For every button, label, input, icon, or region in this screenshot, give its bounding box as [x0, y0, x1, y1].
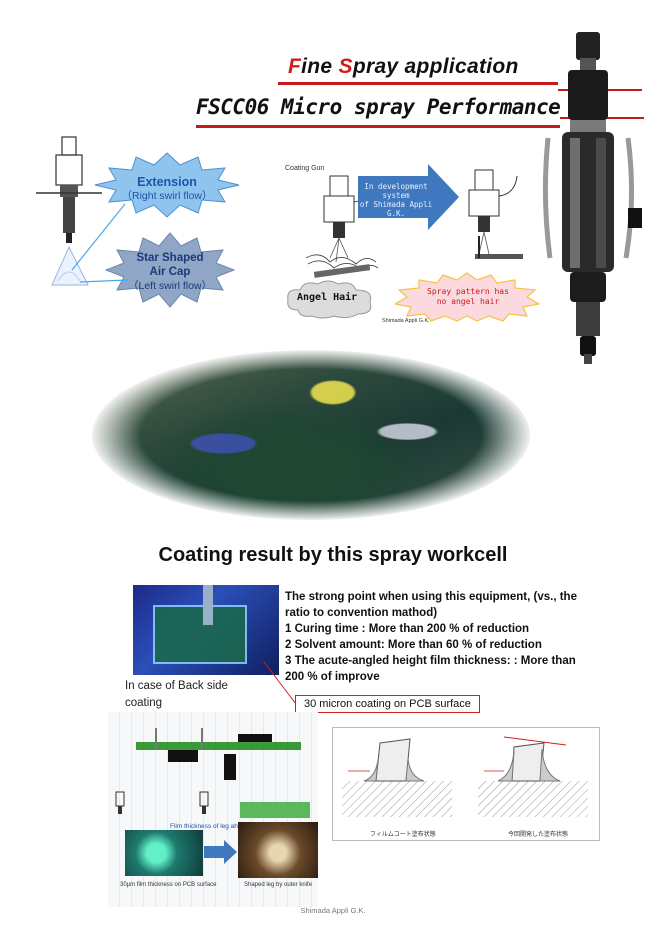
pcb-cross-section [136, 728, 301, 780]
development-line2: of Shimada Appli G.K. [359, 200, 433, 218]
comparison-company: Shimada Appli G.K. [382, 318, 430, 324]
shaped-leg-photo [238, 822, 318, 878]
strong-points: The strong point when using this equipme… [285, 589, 605, 685]
point-curing-time: 1 Curing time : More than 200 % of reduc… [285, 623, 530, 635]
backside-label: In case of Back side coating [125, 678, 228, 712]
intro-line2: ratio to convention mathod) [285, 607, 438, 619]
backside-line1: In case of Back side [125, 680, 228, 692]
pcb-photo [92, 350, 530, 520]
film-leg-label: Film thickness of leg ahead is perfect [170, 823, 277, 830]
jp-left-label: フィルムコート塗布状態 [370, 832, 436, 838]
star-cap-line2: Air Cap [149, 266, 191, 278]
spray-pattern-line1: Spray pattern has [427, 287, 509, 296]
intro-line1: The strong point when using this equipme… [285, 591, 577, 603]
result-heading: Coating result by this spray workcell [158, 544, 508, 566]
spray-pattern-label: Spray pattern has no angel hair [418, 287, 518, 307]
spray-gun-image [542, 32, 642, 364]
film-pcb-label: 30μm film thickness on PCB surface [120, 882, 217, 888]
development-line1: In development system [364, 182, 428, 200]
pcb-coating-photo [133, 585, 279, 675]
extension-burst [94, 152, 240, 218]
board-strip [240, 802, 310, 818]
brand-title: Fine Spray application [288, 55, 519, 79]
fillet-cross-section [342, 736, 588, 817]
footer-company: Shimada Appli G.K. [300, 906, 366, 915]
spray-pattern-burst [395, 272, 540, 322]
star-cap-label: Star Shaped Air Cap （Left swirl flow） [110, 251, 230, 293]
title-letter-f: F [288, 55, 302, 78]
angel-hair-gun [305, 175, 379, 278]
angel-hair-label: Angel Hair [297, 292, 358, 303]
point-film-thickness: 3 The acute-angled height film thickness… [285, 655, 576, 667]
spray-pattern-line2: no angel hair [436, 297, 500, 306]
title-letter-s: S [338, 55, 353, 78]
title-underline [278, 82, 558, 85]
development-arrow [358, 164, 459, 230]
title-part-rest: pray application [352, 55, 519, 78]
point-solvent-amount: 2 Solvent amount: More than 60 % of redu… [285, 639, 542, 651]
micron-coating-label: 30 micron coating on PCB surface [295, 695, 480, 713]
callout-line [263, 661, 297, 705]
nozzle-diagram [36, 136, 102, 286]
extension-subtitle: （Right swirl flow） [121, 190, 213, 202]
coating-gun-label: Coating Gun [285, 165, 325, 172]
development-label: In development system of Shimada Appli G… [358, 182, 434, 218]
backside-line2: coating [125, 697, 163, 709]
star-cap-line3: （Left swirl flow） [127, 280, 212, 292]
angel-hair-cloud [287, 280, 372, 319]
title-part-ine: ine [301, 55, 339, 78]
extension-title: Extension [137, 175, 197, 189]
film-thickness-photo [125, 830, 203, 876]
shaped-leg-label: Shaped leg by outer knife [244, 882, 313, 888]
jp-right-label: 今回開発した塗布状態 [508, 832, 569, 838]
extension-label: Extension （Right swirl flow） [104, 175, 230, 203]
performance-title: FSCC06 Micro spray Performance [196, 95, 561, 119]
point-film-thickness-cont: 200 % of improve [285, 671, 380, 683]
process-arrow [204, 840, 237, 864]
mini-spray-guns [115, 791, 209, 814]
pointer-lines [71, 203, 129, 283]
star-cap-burst [105, 232, 235, 308]
star-cap-line1: Star Shaped [136, 252, 204, 264]
no-angel-hair-gun [468, 169, 523, 259]
performance-underline [196, 125, 560, 128]
